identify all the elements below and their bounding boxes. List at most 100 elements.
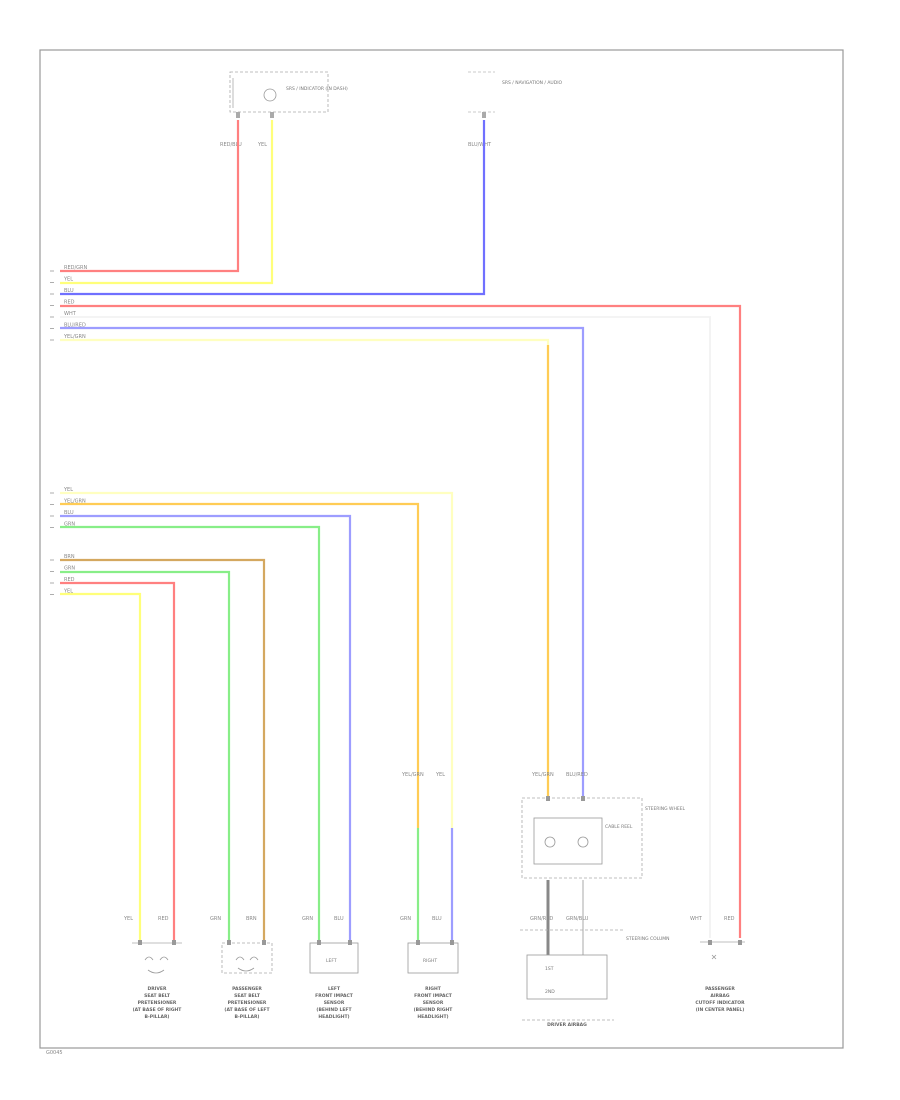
component-label-line: (AT BASE OF LEFT <box>224 1007 270 1013</box>
wire-yel-grn-cable <box>60 338 550 798</box>
cable-reel-label: CABLE REEL <box>605 824 633 830</box>
top-left-connector-label: SRS / INDICATOR (IN DASH) <box>286 86 348 92</box>
component-label-line: HEADLIGHT) <box>417 1014 448 1020</box>
top-right-connector: SRS / NAVIGATION / AUDIO <box>468 71 563 113</box>
header-wire-code: RED/GRN <box>64 265 88 271</box>
header-wire-code: GRN <box>64 566 75 572</box>
wire-yel-grn-right-sensor <box>60 502 420 828</box>
cable-reel-box <box>533 817 603 865</box>
steering-wheel-box <box>521 797 643 879</box>
left-sensor-wire-label-2: BLU <box>334 916 344 922</box>
component-label-line: AIRBAG <box>710 993 730 999</box>
passenger-seat-wire-label-1: GRN <box>210 916 221 922</box>
pretensioner-icon <box>235 956 259 972</box>
passenger-seat-wire-label-2: BRN <box>246 916 257 922</box>
component-label-line: HEADLIGHT) <box>318 1014 349 1020</box>
wire-blu-top <box>60 120 486 296</box>
airbag-wire-label-1: GRN/RED <box>530 916 553 922</box>
component-label-line: PRETENSIONER <box>228 1000 267 1006</box>
left-sensor-box-text: LEFT <box>326 958 337 964</box>
pretensioner-icon <box>144 956 169 974</box>
component-label-line: SENSOR <box>423 1000 444 1006</box>
steering-column-label: STEERING COLUMN <box>626 936 670 942</box>
right-sensor-wire-label-2: BLU <box>432 916 442 922</box>
cable-reel-left-icon <box>544 836 556 848</box>
wire-grn-passenger-seat <box>60 570 231 943</box>
driver-airbag-box <box>526 954 608 1000</box>
header-rows-group-3: BRN GRN RED YEL <box>50 554 75 595</box>
component-label-line: DRIVER <box>148 986 167 992</box>
passenger-indicator-wire-label-1: WHT <box>690 916 703 922</box>
component-label-line: (AT BASE OF RIGHT <box>133 1007 183 1013</box>
right-sensor-upper-label-1: YEL/GRN <box>401 772 424 778</box>
header-rows-group-2: YEL YEL/GRN BLU GRN <box>50 487 86 528</box>
component-label-line: (BEHIND RIGHT <box>414 1007 454 1013</box>
header-wire-code: BLU/RED <box>64 323 86 329</box>
airbag-stage-2: 2ND <box>545 989 555 995</box>
indicator-lamp-icon <box>263 88 277 102</box>
header-wire-code: YEL <box>63 487 73 493</box>
wire-wht-passenger <box>60 316 711 938</box>
wire-label-blu-wht: BLU/WHT <box>468 142 492 148</box>
component-label-line: SEAT BELT <box>234 993 261 999</box>
header-wire-code: BLU <box>64 510 74 516</box>
header-wire-code: YEL/GRN <box>63 334 86 340</box>
top-left-connector: SRS / INDICATOR (IN DASH) <box>229 71 348 113</box>
component-label-line: PRETENSIONER <box>138 1000 177 1006</box>
wire-red-grn <box>60 120 240 273</box>
header-wire-code: GRN <box>64 522 75 528</box>
indicator-lamp-icon <box>711 954 717 960</box>
header-wire-code: YEL <box>63 589 73 595</box>
component-label-line: SENSOR <box>324 1000 345 1006</box>
wire-yel-driver-seat <box>60 592 142 943</box>
component-label-line: B-PILLAR) <box>144 1014 169 1020</box>
wire-yel-top <box>60 120 274 285</box>
clock-spring-assembly: YEL/GRN BLU/RED CABLE REEL STEERING WHEE… <box>520 772 686 1021</box>
component-connector-pins <box>138 796 742 945</box>
component-label-line: LEFT <box>328 986 341 992</box>
header-wire-code: RED <box>64 300 75 306</box>
component-label-line: RIGHT <box>425 986 442 992</box>
header-wire-code: YEL/GRN <box>63 499 86 505</box>
right-sensor-upper-label-2: YEL <box>435 772 445 778</box>
airbag-stage-1: 1ST <box>545 966 554 972</box>
cable-reel-right-icon <box>577 836 589 848</box>
airbag-wire-label-2: GRN/BLU <box>566 916 589 922</box>
wire-yel-right-sensor <box>60 491 454 828</box>
component-label-line: CUTOFF INDICATOR <box>695 1000 745 1006</box>
top-right-connector-label: SRS / NAVIGATION / AUDIO <box>502 80 563 86</box>
component-label-line: FRONT IMPACT <box>315 993 354 999</box>
component-label-line: FRONT IMPACT <box>414 993 453 999</box>
wire-label-red-blu: RED/BLU <box>220 142 242 148</box>
component-label-line: (BEHIND LEFT <box>316 1007 352 1013</box>
passenger-indicator-wire-label-2: RED <box>724 916 735 922</box>
cable-reel-wire-label-1: YEL/GRN <box>531 772 554 778</box>
component-label-line: (IN CENTER PANEL) <box>696 1007 745 1013</box>
header-wire-code: RED <box>64 577 75 583</box>
header-wire-code: BRN <box>64 554 75 560</box>
header-wire-code: BLU <box>64 288 74 294</box>
driver-airbag-label: DRIVER AIRBAG <box>547 1022 587 1028</box>
connector-pins-top <box>236 112 486 118</box>
diagram-id: G0045 <box>46 1050 63 1056</box>
wire-blu-red-cable <box>60 326 585 798</box>
right-sensor-box-text: RIGHT <box>423 958 437 964</box>
component-label-line: PASSENGER <box>705 986 735 992</box>
left-sensor-wire-label-1: GRN <box>302 916 313 922</box>
wire-red-driver-seat <box>60 581 176 943</box>
header-wire-code: YEL <box>63 277 73 283</box>
component-label-line: DRIVER AIRBAG <box>547 1022 587 1028</box>
component-label-line: PASSENGER <box>232 986 262 992</box>
driver-seat-wire-label-2: RED <box>158 916 169 922</box>
wire-red-passenger <box>60 304 742 938</box>
